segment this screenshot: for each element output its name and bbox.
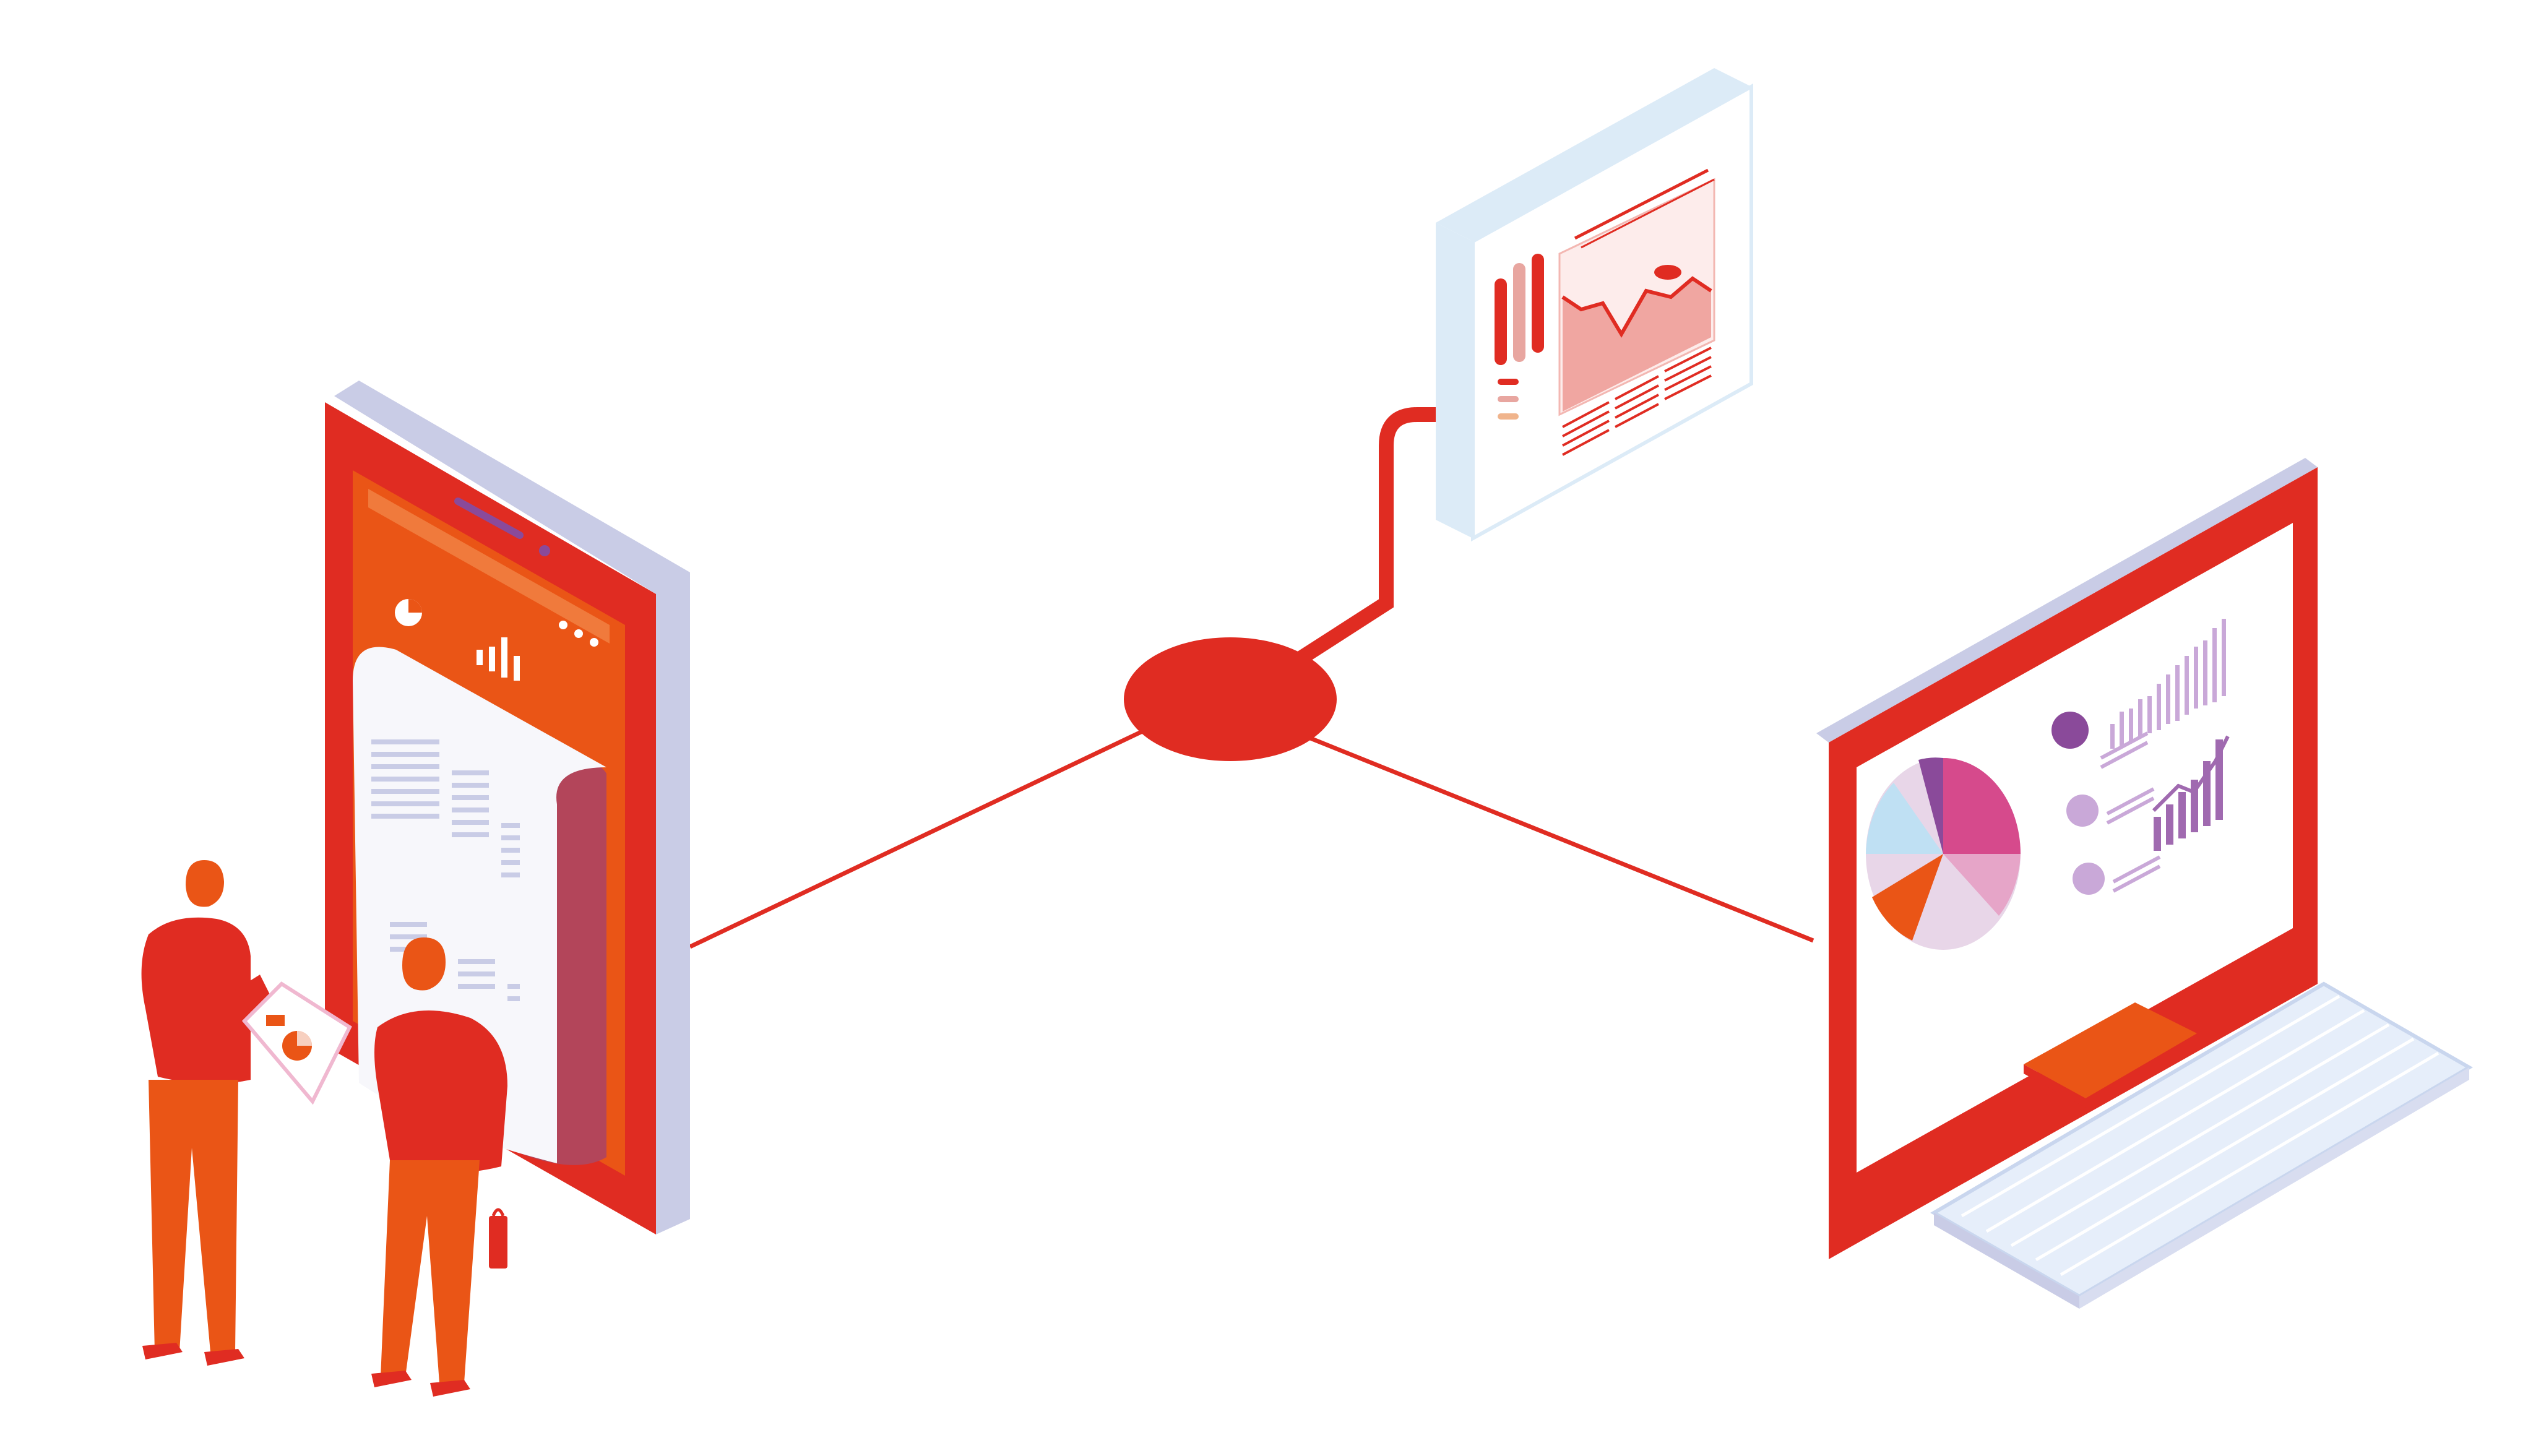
person1-shoes [142, 1343, 244, 1366]
keyboard-keys [1961, 994, 2440, 1277]
pie-chart-icon [1866, 757, 2021, 950]
dashboard-panel-top [1436, 68, 1751, 241]
receipt-lines [371, 739, 520, 1001]
person2-shoes [371, 1371, 470, 1397]
person1-head [186, 860, 224, 907]
phone-camera [539, 545, 550, 556]
tablet-bars [266, 1015, 285, 1026]
dashboard-gauge-bar [1532, 254, 1544, 353]
line-hub-monitor [1305, 734, 1814, 943]
monitor-widgets [2051, 619, 2230, 895]
smartphone-icon [325, 381, 690, 1234]
line-phone-hub [689, 728, 1146, 949]
monitor-widget-lines [2100, 731, 2161, 893]
person2-head [402, 937, 446, 991]
area-chart-header-line [1574, 168, 1709, 240]
area-chart-icon [1558, 168, 1715, 416]
monitor-widget-circle [2066, 795, 2099, 827]
floating-dashboard-icon [1436, 68, 1753, 542]
briefcase-handle [491, 1208, 505, 1217]
pie-slice [1943, 758, 2021, 854]
area-chart-fill [1563, 278, 1711, 411]
monitor-base-front [2024, 1064, 2086, 1108]
keyboard-icon [1930, 981, 2473, 1309]
dashboard-legend-line [1498, 396, 1519, 402]
hub-node-icon [1124, 637, 1337, 761]
line-hub-dashboard [1292, 407, 1443, 666]
monitor-base [2024, 1002, 2197, 1098]
pie-slice [1866, 783, 1943, 854]
dashboard-gauge-bar [1495, 278, 1507, 365]
desktop-monitor-icon [1816, 458, 2318, 1259]
business-person-icon [371, 937, 507, 1397]
briefcase-body [489, 1216, 507, 1269]
dashboard-panel-side [1436, 223, 1473, 538]
monitor-top-edge [1816, 458, 2318, 743]
monitor-trend-line [2152, 735, 2230, 812]
pie-slice [1918, 757, 1943, 854]
monitor-screen [1857, 523, 2293, 1173]
monitor-widget-circle [2073, 863, 2105, 895]
phone-app-header [368, 489, 610, 644]
bar-chart-icon [2110, 619, 2226, 749]
area-chart-highlight [1654, 265, 1681, 280]
person1-torso [141, 917, 251, 1084]
monitor-widget-circle [2051, 712, 2089, 749]
dashboard-legend-line [1498, 379, 1519, 385]
business-person-icon [141, 860, 352, 1366]
phone-menu-dots [559, 621, 598, 647]
phone-chart-icon-slice [408, 599, 422, 613]
tablet-pie-slice [297, 1031, 312, 1046]
tablet-icon [241, 981, 352, 1105]
person2-torso [374, 1010, 507, 1173]
briefcase-icon [489, 1208, 507, 1269]
dashboard-gauge-bar [1513, 263, 1525, 362]
person2-legs [381, 1160, 480, 1383]
phone-bar-icons [477, 637, 520, 681]
keyboard-side [1934, 1213, 2079, 1309]
area-chart-header-line [1581, 178, 1715, 249]
pie-slice [1872, 854, 1943, 941]
dashboard-legend-line [1498, 413, 1519, 420]
pie-slice [1943, 854, 2021, 916]
phone-speaker [454, 498, 524, 539]
network-lines [689, 407, 1814, 949]
person1-legs [149, 1080, 238, 1352]
area-chart-line [1561, 276, 1712, 338]
dashboard-text-lines [1562, 347, 1712, 456]
keyboard-front [2079, 1067, 2469, 1309]
